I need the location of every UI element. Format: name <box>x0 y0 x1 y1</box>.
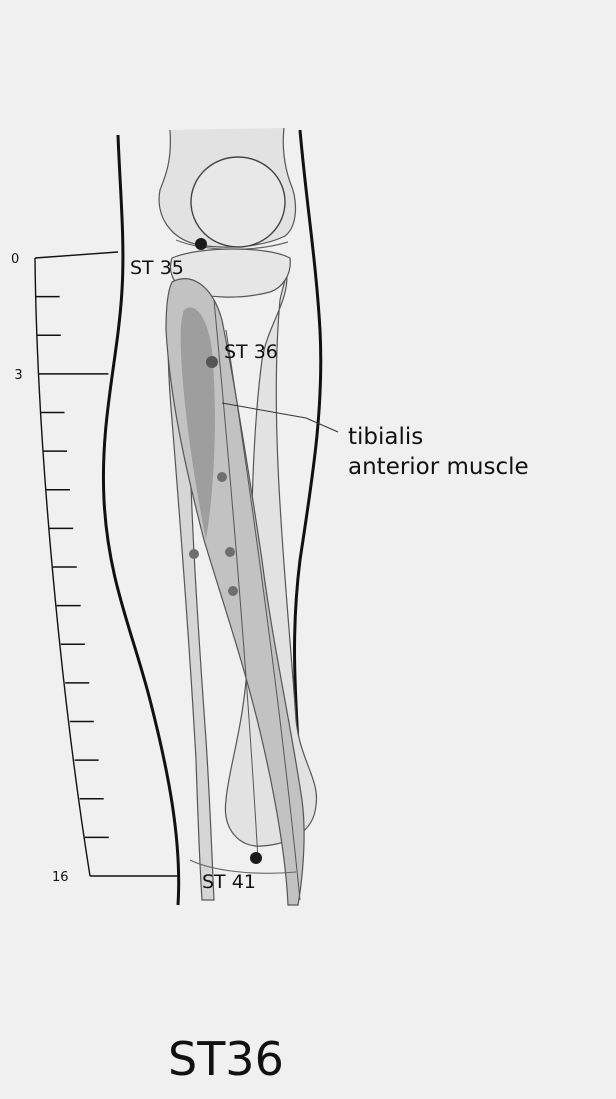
patella <box>191 157 285 247</box>
minor-point <box>225 547 235 557</box>
st36-point <box>206 356 218 368</box>
minor-point <box>189 549 199 559</box>
caption: ST36 <box>168 1032 284 1086</box>
leg-outline-left <box>103 135 178 905</box>
measurement-scale: 0 3 16 <box>11 252 178 885</box>
muscle-label-line2: anterior muscle <box>348 454 529 480</box>
minor-point <box>217 472 227 482</box>
st41-point <box>250 852 262 864</box>
st36-label: ST 36 <box>224 341 278 363</box>
st41-label: ST 41 <box>202 871 256 893</box>
scale-label: 16 <box>52 870 69 885</box>
st35-point <box>195 238 207 250</box>
scale-label: 0 <box>11 252 19 267</box>
muscle-label-line1: tibialis <box>348 424 423 450</box>
st35-label: ST 35 <box>130 257 184 279</box>
scale-label: 3 <box>14 368 22 383</box>
minor-point <box>228 586 238 596</box>
scale-tick <box>35 252 118 258</box>
